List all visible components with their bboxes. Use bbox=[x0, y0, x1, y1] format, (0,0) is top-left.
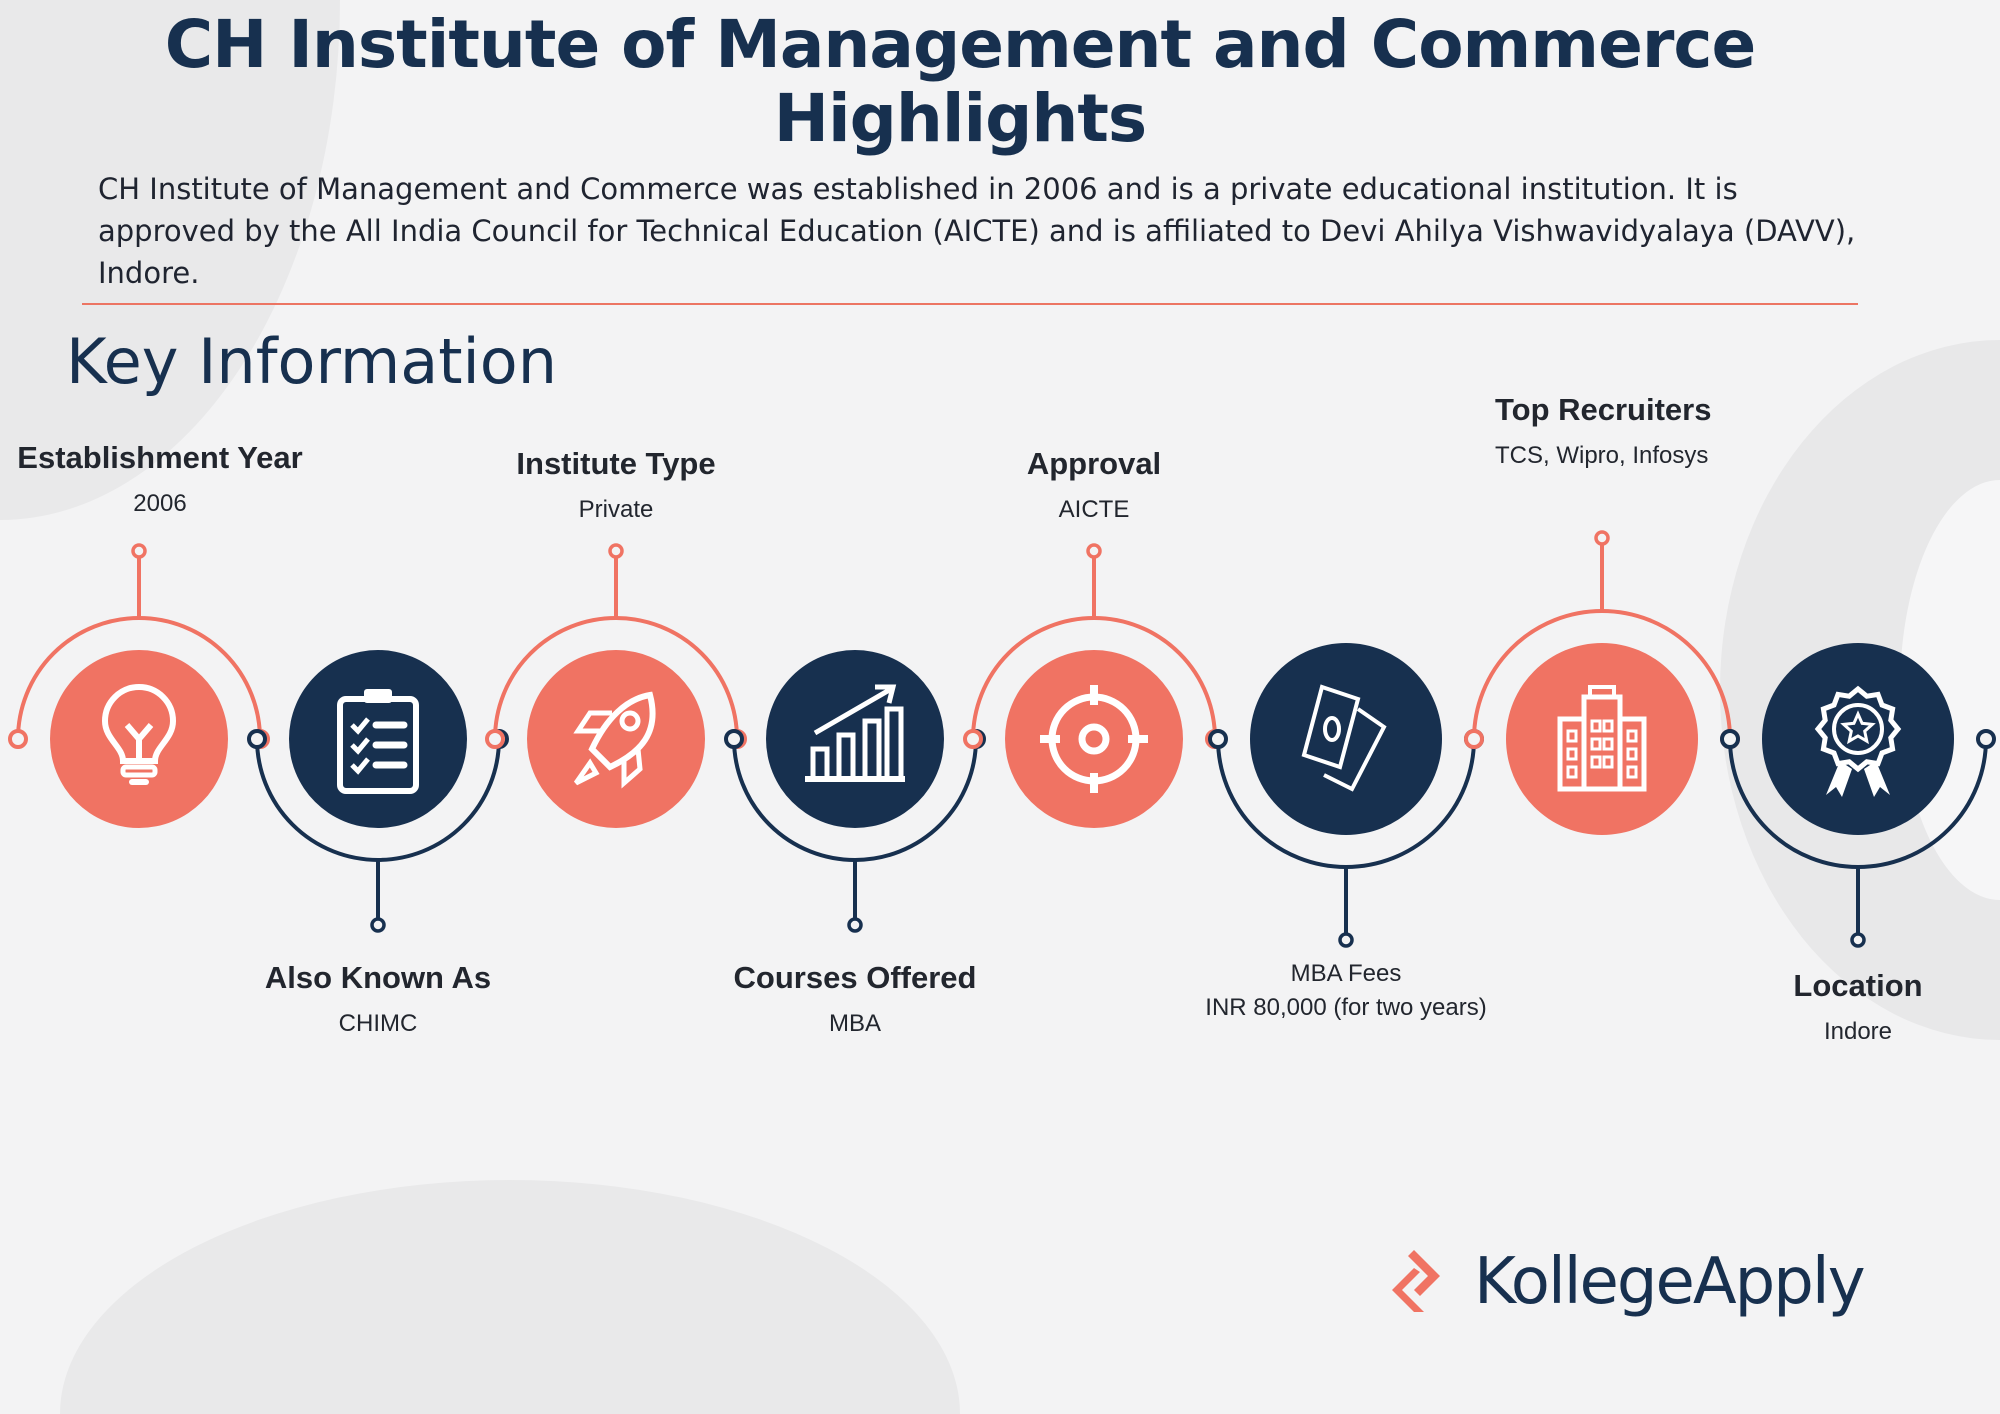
timeline-item bbox=[8, 543, 270, 828]
info-value: INR 80,000 (for two years) bbox=[1205, 994, 1487, 1021]
connector-arc bbox=[1216, 738, 1476, 869]
info-value: Indore bbox=[1823, 1018, 1893, 1045]
growth-chart-icon bbox=[805, 684, 905, 782]
info-heading: Top Recruiters bbox=[1495, 392, 1712, 427]
connector-pin bbox=[1594, 530, 1610, 546]
checklist-icon bbox=[337, 689, 419, 794]
rocket-icon bbox=[573, 691, 656, 789]
info-label: Also Known As CHIMC bbox=[265, 960, 491, 1038]
info-label: Establishment Year 2006 bbox=[17, 440, 302, 518]
connector-pin bbox=[608, 543, 624, 559]
info-heading: Institute Type bbox=[516, 446, 716, 481]
connector-pin bbox=[1086, 543, 1102, 559]
connector-node bbox=[485, 729, 505, 749]
page-title: CH Institute of Management and Commerce … bbox=[164, 6, 1757, 157]
logo-text: KollegeApply bbox=[1474, 1245, 1866, 1319]
connector-pin bbox=[847, 917, 863, 933]
timeline-item bbox=[963, 543, 1225, 828]
info-heading: Location bbox=[1793, 968, 1923, 1003]
timeline-item bbox=[1464, 530, 1740, 835]
connector-node bbox=[1208, 729, 1228, 749]
connector-node bbox=[1464, 729, 1484, 749]
connector-node bbox=[1976, 729, 1996, 749]
award-badge-icon bbox=[1814, 685, 1902, 797]
info-value: TCS, Wipro, Infosys bbox=[1495, 442, 1709, 469]
icon-circle bbox=[1005, 650, 1183, 828]
lightbulb-icon bbox=[101, 684, 177, 785]
connector-pin bbox=[1850, 932, 1866, 948]
connector-node bbox=[247, 729, 267, 749]
connector-node bbox=[1720, 729, 1740, 749]
icon-circle bbox=[1762, 643, 1954, 835]
intro-paragraph: CH Institute of Management and Commerce … bbox=[98, 172, 1856, 290]
info-value: Private bbox=[578, 496, 654, 523]
timeline-item bbox=[485, 543, 747, 828]
connector-arc bbox=[1728, 738, 1988, 869]
info-value: AICTE bbox=[1058, 496, 1130, 523]
info-value: 2006 bbox=[133, 490, 187, 517]
timeline-item bbox=[724, 650, 986, 933]
connector-node bbox=[8, 729, 28, 749]
divider bbox=[82, 303, 1858, 305]
info-value: MBA bbox=[828, 1010, 881, 1037]
timeline-item bbox=[247, 650, 509, 933]
money-icon bbox=[1301, 684, 1387, 792]
connector-pin bbox=[131, 543, 147, 559]
info-heading: MBA Fees bbox=[1290, 960, 1402, 987]
logo-chevron-icon bbox=[1392, 1250, 1440, 1312]
connector-node bbox=[963, 729, 983, 749]
info-heading: Also Known As bbox=[264, 960, 492, 995]
icon-circle bbox=[1506, 643, 1698, 835]
target-icon bbox=[1040, 685, 1148, 793]
info-heading: Courses Offered bbox=[733, 960, 977, 995]
building-icon bbox=[1557, 685, 1647, 792]
kollegeapply-logo: KollegeApply bbox=[1384, 1245, 1866, 1319]
connector-pin bbox=[370, 917, 386, 933]
info-heading: Establishment Year bbox=[17, 440, 303, 475]
connector-node bbox=[724, 729, 744, 749]
timeline-item bbox=[1720, 643, 1996, 948]
connector-arc bbox=[1472, 609, 1732, 740]
icon-circle bbox=[289, 650, 467, 828]
icon-circle bbox=[527, 650, 705, 828]
info-heading: Approval bbox=[1026, 446, 1162, 481]
section-title: Key Information bbox=[66, 325, 558, 398]
info-value: CHIMC bbox=[338, 1010, 418, 1037]
connector-pin bbox=[1338, 932, 1354, 948]
timeline-item bbox=[1208, 643, 1484, 948]
